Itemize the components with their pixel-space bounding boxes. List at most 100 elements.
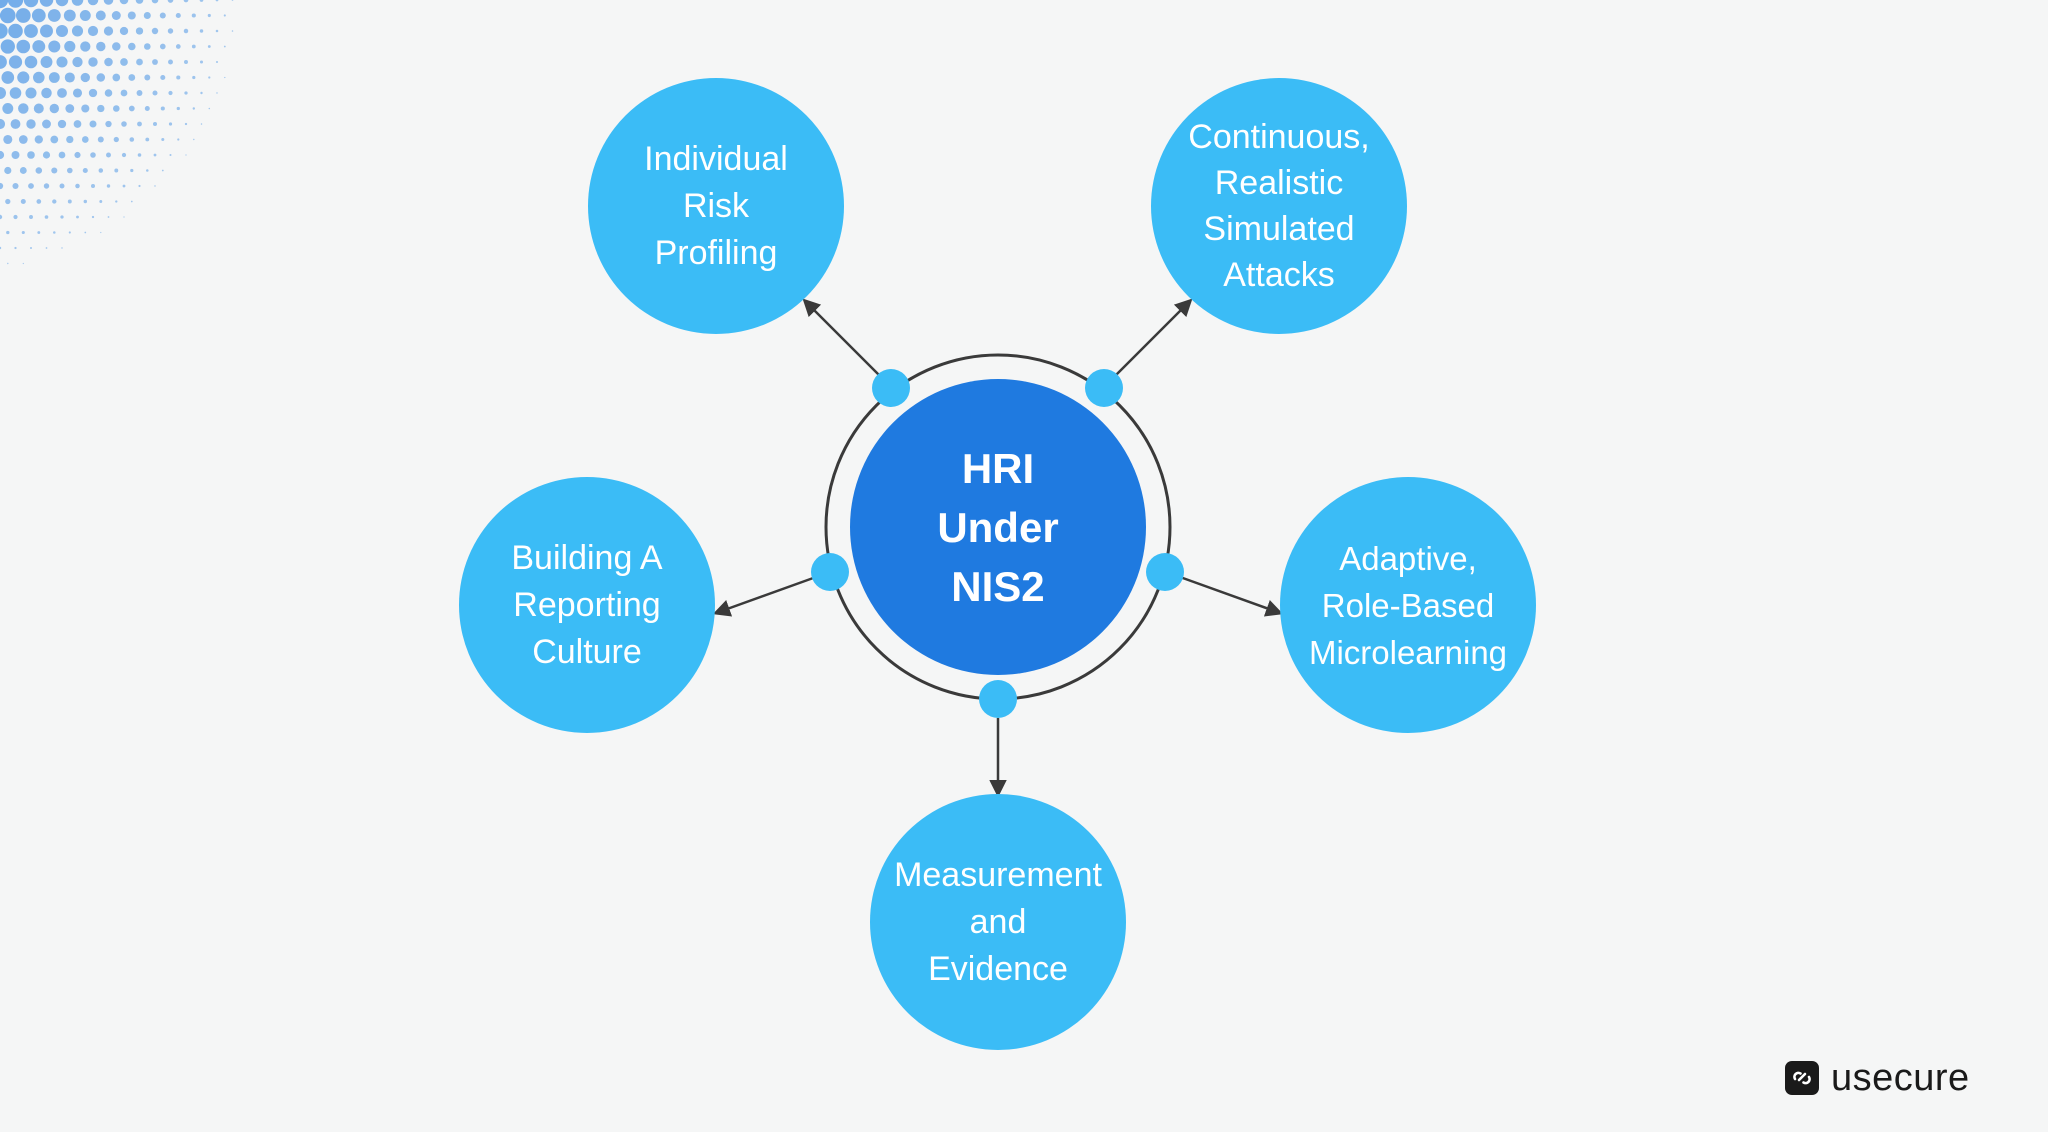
pattern-dot (28, 183, 34, 189)
pattern-dot (72, 56, 83, 68)
pattern-dot (72, 88, 83, 98)
pattern-dot (43, 183, 50, 189)
pattern-dot (112, 42, 121, 51)
pattern-dot (26, 119, 36, 129)
pattern-dot (7, 0, 24, 8)
pattern-dot (97, 104, 105, 113)
pattern-dot (0, 246, 2, 250)
connector-arrow-individual-risk-profiling (802, 298, 881, 377)
pattern-dot (8, 23, 23, 39)
pattern-dot (84, 231, 87, 234)
pattern-dot (224, 76, 226, 79)
pattern-dot (105, 120, 112, 128)
pattern-dot (51, 167, 58, 174)
node-continuous-simulated-attacks: Continuous, Realistic Simulated Attacks (1151, 78, 1407, 334)
pattern-dot (71, 0, 84, 6)
connector-dot-building-reporting-culture (811, 553, 849, 591)
pattern-dot (76, 215, 79, 219)
pattern-dot (191, 44, 196, 49)
pattern-dot (79, 10, 91, 21)
node-label: Measurement and Evidence (894, 855, 1102, 988)
pattern-dot (97, 136, 104, 143)
connector-arrow-continuous-simulated-attacks (1114, 298, 1193, 377)
pattern-dot (114, 168, 119, 173)
pattern-dot (167, 0, 174, 3)
pattern-dot (161, 169, 164, 172)
pattern-dot (113, 136, 119, 143)
pattern-dot (7, 262, 9, 265)
pattern-dot (153, 153, 157, 157)
pattern-dot (40, 56, 53, 68)
pattern-dot (37, 231, 41, 234)
pattern-dot (39, 0, 54, 7)
pattern-dot (68, 231, 71, 234)
pattern-dot (199, 60, 204, 64)
pattern-dot (160, 74, 166, 81)
pattern-dot (73, 120, 82, 128)
pattern-dot (53, 231, 56, 234)
pattern-dot (19, 167, 27, 174)
usecure-logo-icon (1785, 1061, 1819, 1095)
pattern-dot (52, 199, 57, 204)
pattern-dot (159, 12, 166, 19)
pattern-dot (0, 39, 15, 54)
pattern-dot (145, 137, 150, 142)
pattern-dot (91, 215, 95, 219)
pattern-dot (111, 11, 121, 20)
pattern-dot (135, 0, 144, 4)
pattern-dot (42, 151, 51, 159)
pattern-dot (83, 199, 88, 204)
pattern-dot (33, 103, 44, 114)
pattern-dot (191, 13, 196, 18)
pattern-dot (48, 40, 61, 53)
pattern-dot (223, 14, 226, 17)
pattern-dot (122, 184, 126, 188)
pattern-dot (0, 55, 7, 69)
pattern-dot (143, 11, 151, 20)
pattern-dot (128, 105, 135, 112)
pattern-dot (146, 169, 149, 172)
node-label: Continuous, Realistic Simulated Attacks (1188, 118, 1370, 294)
pattern-dot (137, 153, 142, 157)
pattern-dot (103, 0, 114, 5)
pattern-dot (161, 137, 165, 142)
pattern-dot (74, 151, 81, 159)
pattern-dot (58, 151, 66, 159)
pattern-dot (18, 103, 29, 114)
pattern-dot (66, 135, 74, 144)
pattern-dot (223, 45, 226, 48)
pattern-dot (35, 167, 43, 174)
pattern-dot (128, 74, 136, 81)
pattern-dot (151, 0, 159, 4)
pattern-dot (231, 30, 234, 32)
pattern-dot (22, 262, 24, 265)
pattern-dot (167, 28, 174, 34)
pattern-dot (128, 42, 136, 51)
pattern-dot (152, 121, 158, 127)
connector-arrow-adaptive-microlearning (1179, 575, 1284, 617)
pattern-dot (200, 91, 203, 95)
center-node-label: HRI Under NIS2 (937, 444, 1059, 610)
pattern-dot (3, 134, 13, 145)
pattern-dot (29, 246, 33, 250)
pattern-dot (0, 87, 6, 99)
pattern-dot (90, 152, 96, 158)
pattern-dot (27, 151, 35, 159)
pattern-dot (81, 136, 89, 143)
pattern-dot (5, 198, 11, 205)
pattern-dot (152, 90, 158, 96)
pattern-dot (121, 121, 127, 127)
pattern-dot (64, 72, 75, 83)
pattern-dot (47, 9, 61, 22)
node-label: Building A Reporting Culture (511, 538, 663, 671)
node-building-reporting-culture: Building A Reporting Culture (459, 477, 715, 733)
pattern-dot (40, 24, 53, 38)
pattern-dot (16, 39, 31, 54)
pattern-dot (207, 13, 211, 18)
pattern-dot (175, 12, 181, 19)
pattern-dot (80, 72, 90, 83)
pattern-dot (41, 87, 52, 99)
pattern-dot (120, 89, 128, 97)
node-measurement-evidence: Measurement and Evidence (870, 794, 1126, 1050)
pattern-dot (80, 41, 91, 52)
